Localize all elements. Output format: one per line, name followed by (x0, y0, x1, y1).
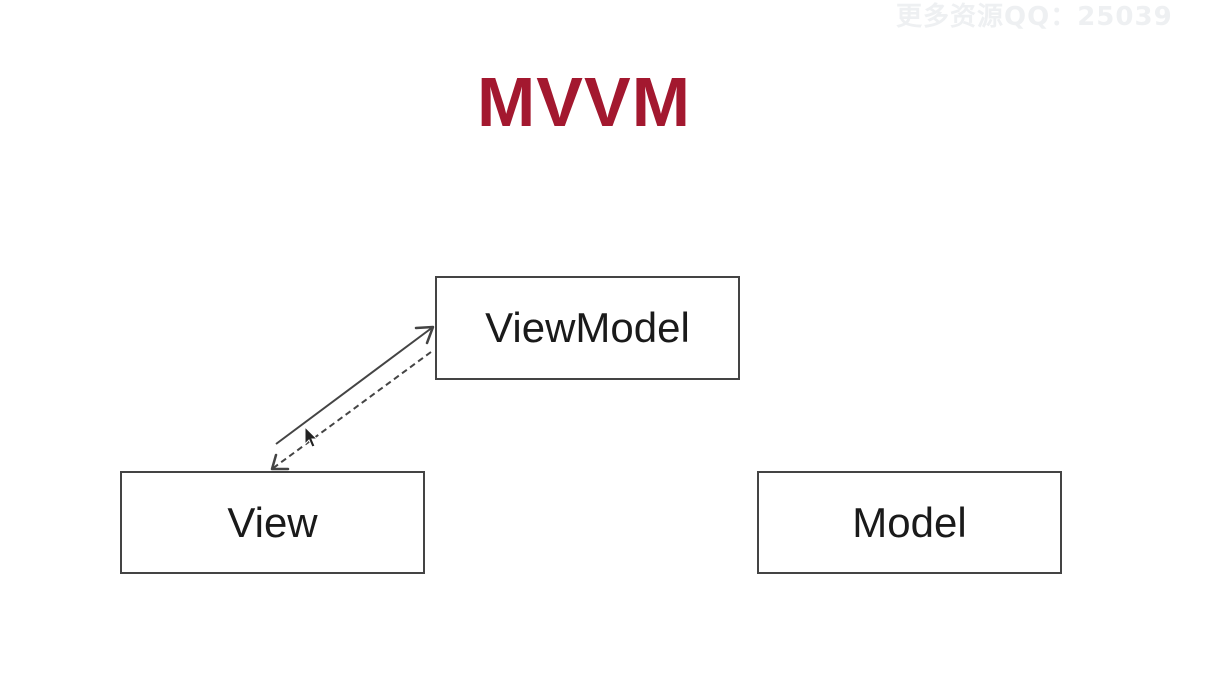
watermark-text: 更多资源QQ：25039 (896, 2, 1173, 32)
slide-title: MVVM (477, 63, 691, 141)
viewmodel-box: ViewModel (435, 276, 740, 380)
model-label: Model (852, 498, 967, 546)
view-to-viewmodel-arrow (275, 325, 435, 445)
model-box: Model (757, 471, 1062, 574)
viewmodel-to-view-dashed-arrow (270, 351, 432, 471)
view-label: View (227, 498, 318, 546)
view-box: View (120, 471, 425, 574)
mouse-cursor-icon (304, 425, 319, 448)
viewmodel-label: ViewModel (485, 304, 690, 351)
